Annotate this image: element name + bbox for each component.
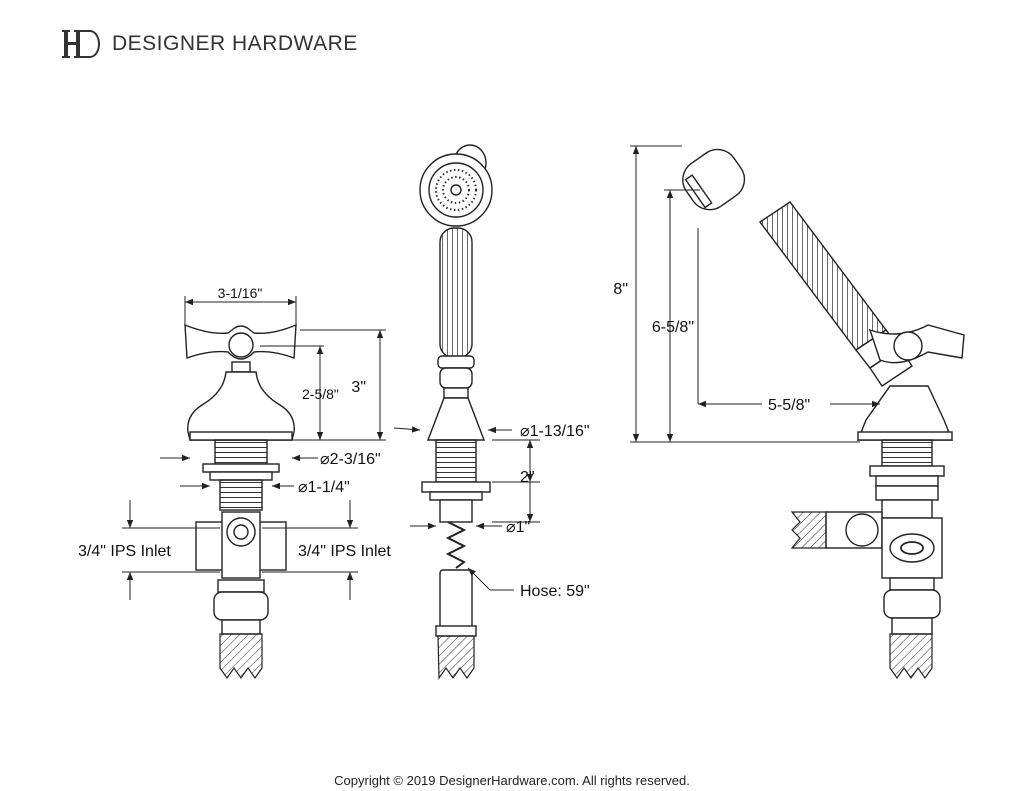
hose-spiral	[445, 521, 467, 569]
left-valve-view: 3-1/16" 2-5/8" 3" ⌀2-3/16" ⌀1-1/4" 3/4" …	[78, 285, 391, 680]
dim-hose-connector-diameter: ⌀1"	[506, 519, 530, 536]
lower-nut	[213, 591, 269, 621]
dim-shank-diameter: ⌀1-1/4"	[298, 479, 350, 496]
dim-overall-height: 8"	[613, 281, 628, 298]
handshower-base	[426, 397, 486, 441]
brand-name: DESIGNER HARDWARE	[112, 32, 358, 55]
supply-line-cutaway	[219, 633, 263, 680]
header: DESIGNER HARDWARE	[62, 26, 358, 62]
copyright-footer: Copyright © 2019 DesignerHardware.com. A…	[334, 773, 690, 788]
hose-connector	[439, 569, 473, 629]
right-side-view: 8" 6-5/8" 5-5/8"	[613, 145, 965, 680]
dim-valve-height: 3"	[351, 379, 366, 396]
hd-monogram-logo	[62, 30, 100, 58]
valve-bell-body	[187, 371, 295, 441]
dim-inlet-right: 3/4" IPS Inlet	[298, 543, 391, 560]
dim-base-diameter: ⌀1-13/16"	[520, 423, 590, 440]
handle-stem	[231, 361, 251, 373]
lock-nut	[202, 463, 280, 473]
hose-length-label: Hose: 59"	[520, 583, 590, 600]
hose-cutaway	[437, 635, 475, 680]
dim-flange-diameter: ⌀2-3/16"	[320, 451, 381, 468]
dim-inlet-left: 3/4" IPS Inlet	[78, 543, 171, 560]
dim-handshower-height: 6-5/8"	[652, 319, 694, 336]
dim-reach: 5-5/8"	[768, 397, 810, 414]
center-handshower-view: ⌀1-13/16" 2" ⌀1" Hose: 59"	[393, 144, 590, 680]
dim-shank-length: 2"	[520, 469, 535, 486]
handshower-shank	[435, 439, 477, 483]
handle-hub	[228, 332, 254, 358]
fluted-handle	[439, 227, 473, 359]
handshower-angled	[682, 148, 746, 211]
handshower-handle-side	[758, 201, 888, 351]
threaded-shank	[214, 439, 268, 465]
dim-handle-height: 2-5/8"	[302, 386, 339, 402]
dim-handle-width: 3-1/16"	[218, 285, 263, 301]
